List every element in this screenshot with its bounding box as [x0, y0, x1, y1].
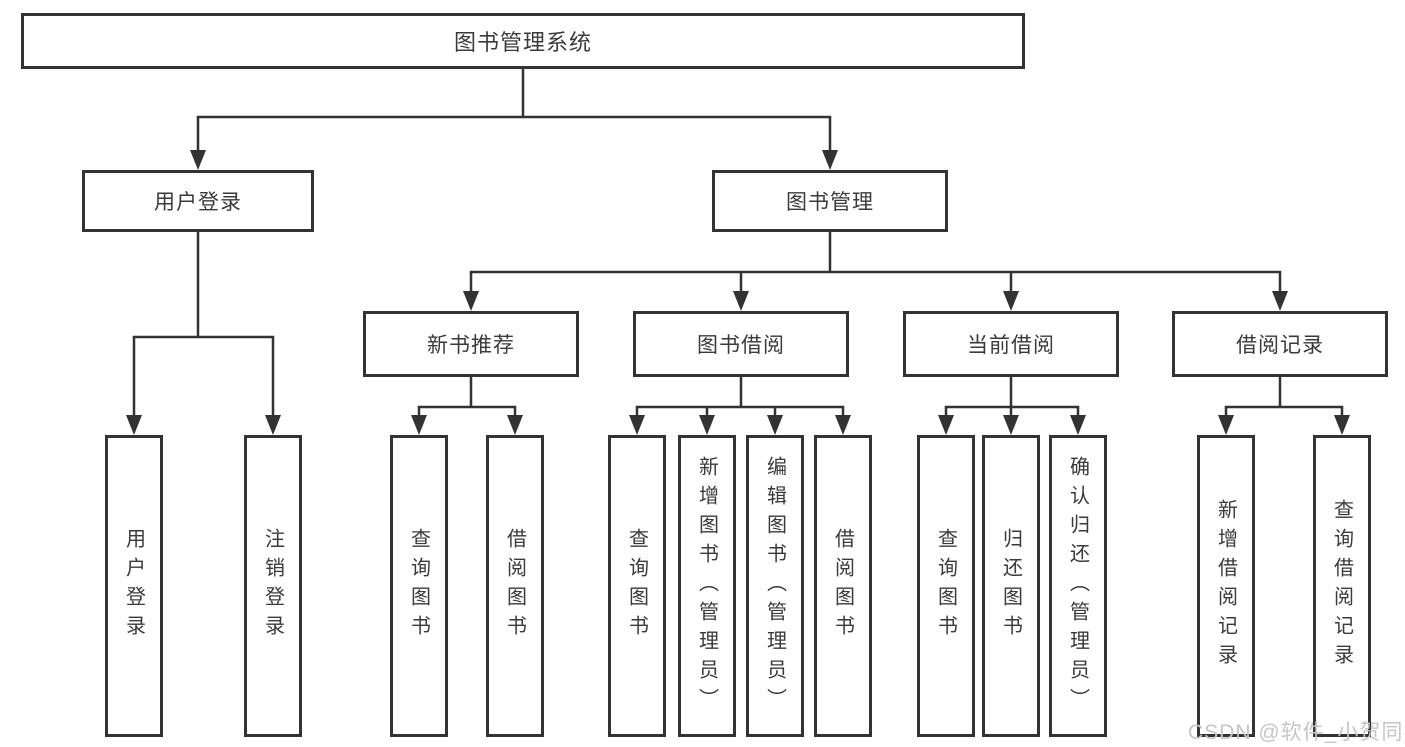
fork-user-login: [126, 232, 281, 435]
node-label: 新增借阅记录: [1214, 499, 1237, 673]
leaf-query-books-recommendation: 查询图书: [390, 435, 448, 737]
node-label: 图书管理: [786, 191, 874, 214]
node-label: 编辑图书（管理员）: [763, 455, 786, 717]
node-label: 新书推荐: [427, 334, 515, 357]
node-label: 新增图书（管理员）: [695, 455, 718, 717]
node-library-management-system: 图书管理系统: [21, 13, 1025, 69]
node-label: 借阅记录: [1236, 334, 1324, 357]
leaf-add-borrow-record: 新增借阅记录: [1197, 435, 1255, 737]
leaf-query-books-borrowing: 查询图书: [608, 435, 666, 737]
leaf-query-borrow-record: 查询借阅记录: [1313, 435, 1371, 737]
node-user-login: 用户登录: [82, 170, 314, 232]
leaf-query-books-current: 查询图书: [917, 435, 975, 737]
leaf-edit-books-admin: 编辑图书（管理员）: [746, 435, 804, 737]
node-label: 用户登录: [122, 528, 145, 644]
fork-book-borrowing: [629, 377, 851, 435]
node-label: 注销登录: [261, 528, 284, 644]
fork-root: [190, 69, 838, 170]
node-label: 借阅图书: [503, 528, 526, 644]
node-label: 确认归还（管理员）: [1066, 455, 1089, 717]
node-label: 用户登录: [154, 191, 242, 214]
csdn-watermark: CSDN @软件_小贺同学: [1188, 721, 1405, 744]
leaf-borrow-books-recommendation: 借阅图书: [486, 435, 544, 737]
leaf-return-books: 归还图书: [982, 435, 1040, 737]
node-label: 归还图书: [999, 528, 1022, 644]
node-new-book-recommendation: 新书推荐: [363, 311, 579, 377]
node-label: 图书借阅: [697, 334, 785, 357]
fork-book-management: [463, 232, 1288, 311]
node-label: 借阅图书: [831, 528, 854, 644]
node-label: 图书管理系统: [453, 30, 592, 55]
node-book-management: 图书管理: [712, 170, 948, 232]
node-label: 查询借阅记录: [1330, 499, 1353, 673]
leaf-user-login: 用户登录: [105, 435, 163, 737]
fork-new-book-recommendation: [411, 377, 523, 435]
node-book-borrowing: 图书借阅: [633, 311, 849, 377]
node-label: 查询图书: [625, 528, 648, 644]
node-label: 查询图书: [934, 528, 957, 644]
leaf-add-books-admin: 新增图书（管理员）: [678, 435, 736, 737]
fork-borrowing-records: [1218, 377, 1350, 435]
node-label: 查询图书: [407, 528, 430, 644]
node-borrowing-records: 借阅记录: [1172, 311, 1388, 377]
leaf-borrow-books-borrowing: 借阅图书: [814, 435, 872, 737]
node-label: 当前借阅: [967, 334, 1055, 357]
leaf-confirm-return-admin: 确认归还（管理员）: [1049, 435, 1107, 737]
node-current-borrowing: 当前借阅: [903, 311, 1119, 377]
leaf-logout: 注销登录: [244, 435, 302, 737]
fork-current-borrowing: [938, 377, 1086, 435]
